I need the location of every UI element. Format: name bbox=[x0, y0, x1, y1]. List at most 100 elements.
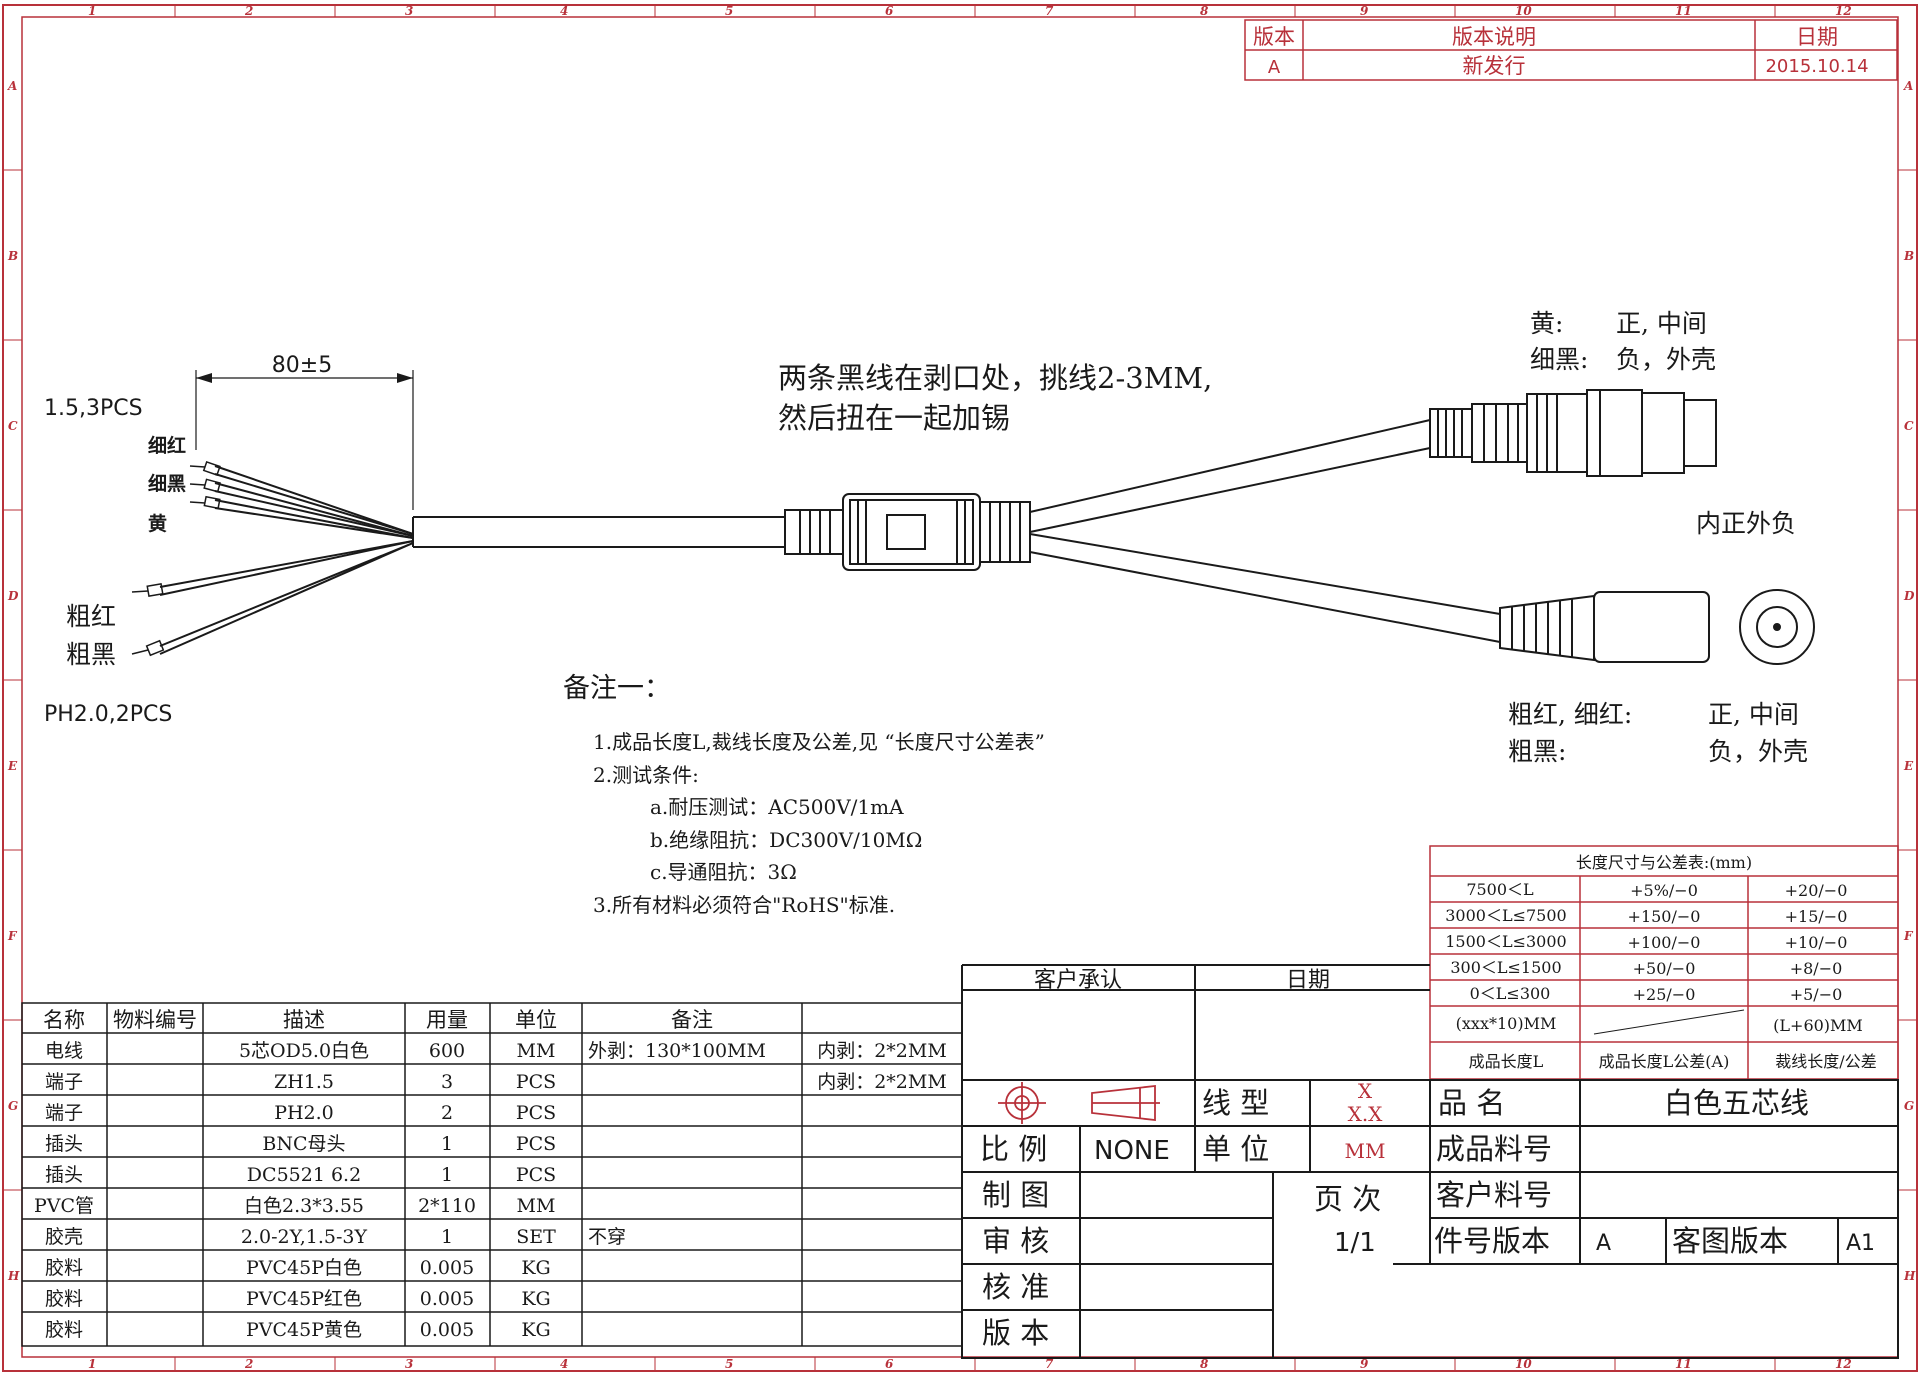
note-line: a.耐压测试：AC500V/1mA bbox=[650, 795, 904, 819]
tolerance-footer-length: 成品长度L bbox=[1469, 1052, 1544, 1071]
tolerance-formula-left: (xxx*10)MM bbox=[1456, 1014, 1557, 1033]
tolerance-range: 7500＜L bbox=[1466, 880, 1534, 899]
zone-number-top: 3 bbox=[405, 4, 413, 18]
bom-cell-quantity: 1 bbox=[441, 1226, 453, 1248]
tolerance-table: 长度尺寸与公差表:(mm) 7500＜L +5%/−0 +20/−0 3000＜… bbox=[1429, 845, 1899, 1080]
line-type-value-1: X bbox=[1358, 1079, 1373, 1103]
zone-letter-right: D bbox=[1903, 589, 1915, 603]
bom-cell-unit: PCS bbox=[516, 1102, 556, 1124]
main-cable-jacket bbox=[412, 516, 785, 548]
zone-number-top: 8 bbox=[1200, 4, 1209, 18]
bnc-note-black-label: 细黑: bbox=[1530, 345, 1588, 374]
page-label: 页 次 bbox=[1314, 1182, 1381, 1216]
splice-note-line-1: 两条黑线在剥口处，挑线2-3MM, bbox=[778, 361, 1212, 395]
bom-cell-quantity: 600 bbox=[429, 1040, 465, 1062]
zone-number-top: 5 bbox=[725, 4, 733, 18]
wire-label-yellow: 黄 bbox=[148, 512, 167, 535]
fan-out-wires bbox=[159, 465, 414, 655]
zone-letter-left: E bbox=[7, 759, 18, 773]
zone-letter-left: B bbox=[7, 249, 18, 263]
tolerance-formula-right: (L+60)MM bbox=[1773, 1016, 1863, 1035]
left-terminal-note-2: PH2.0,2PCS bbox=[44, 702, 172, 727]
dc-polarity-label: 内正外负 bbox=[1696, 509, 1796, 538]
part-version-label: 件号版本 bbox=[1434, 1224, 1550, 1258]
zone-number-bottom: 4 bbox=[560, 1357, 568, 1371]
bom-cell-quantity: 1 bbox=[441, 1133, 453, 1155]
revision-header-date: 日期 bbox=[1796, 25, 1838, 49]
zone-letter-left: H bbox=[7, 1269, 20, 1283]
tolerance-length: +50/−0 bbox=[1633, 959, 1696, 978]
bom-cell-quantity: 3 bbox=[441, 1071, 453, 1093]
bom-cell-name: 胶料 bbox=[45, 1257, 83, 1279]
zone-number-top: 12 bbox=[1835, 4, 1852, 18]
tolerance-table-title: 长度尺寸与公差表:(mm) bbox=[1576, 853, 1752, 872]
product-no-label: 成品料号 bbox=[1436, 1132, 1552, 1166]
bom-cell-unit: MM bbox=[517, 1195, 556, 1217]
dc-note-black-value: 负，外壳 bbox=[1708, 737, 1808, 766]
bom-cell-description: BNC母头 bbox=[262, 1133, 345, 1155]
unit-label: 单 位 bbox=[1202, 1132, 1269, 1166]
tolerance-range: 3000＜L≤7500 bbox=[1445, 906, 1566, 925]
bom-cell-extra: 内剥：2*2MM bbox=[817, 1071, 947, 1093]
bom-cell-quantity: 0.005 bbox=[420, 1319, 474, 1341]
zone-number-top: 6 bbox=[885, 4, 894, 18]
tolerance-cut: +15/−0 bbox=[1785, 907, 1848, 926]
bom-header-description: 描述 bbox=[283, 1008, 325, 1032]
revision-version-value: A bbox=[1268, 57, 1281, 78]
bnc-note-yellow-label: 黄: bbox=[1530, 309, 1563, 338]
tolerance-cut: +5/−0 bbox=[1790, 985, 1843, 1004]
bnc-note-yellow-value: 正, 中间 bbox=[1616, 309, 1707, 338]
drawn-label: 制 图 bbox=[982, 1178, 1049, 1212]
zone-letter-left: C bbox=[8, 419, 18, 433]
zone-number-bottom: 5 bbox=[725, 1357, 733, 1371]
zone-letter-right: C bbox=[1904, 419, 1914, 433]
customer-approval: 客户承认 日期 bbox=[961, 964, 1430, 1081]
zone-letter-right: B bbox=[1903, 249, 1914, 263]
zone-number-bottom: 1 bbox=[88, 1357, 96, 1371]
bom-cell-description: PH2.0 bbox=[274, 1102, 334, 1124]
bom-cell-name: 胶壳 bbox=[45, 1226, 83, 1248]
customer-no-label: 客户料号 bbox=[1436, 1178, 1552, 1212]
bom-cell-name: 胶料 bbox=[45, 1288, 83, 1310]
scale-label: 比 例 bbox=[980, 1132, 1047, 1166]
version-label: 版 本 bbox=[982, 1316, 1049, 1350]
bom-cell-description: PVC45P黄色 bbox=[246, 1319, 362, 1341]
zone-number-top: 10 bbox=[1515, 4, 1532, 18]
dimension-80 bbox=[195, 370, 414, 510]
tolerance-range: 1500＜L≤3000 bbox=[1445, 932, 1566, 951]
wire-label-thin-red: 细红 bbox=[148, 434, 186, 457]
bom-cell-description: ZH1.5 bbox=[274, 1071, 334, 1093]
page-value: 1/1 bbox=[1334, 1228, 1376, 1258]
dc-connector bbox=[1499, 589, 1815, 665]
zone-letter-left: D bbox=[7, 589, 19, 603]
wire-terminals bbox=[131, 460, 221, 657]
revision-date-value: 2015.10.14 bbox=[1765, 56, 1868, 77]
title-block: 线 型 比 例 NONE 单 位 制 图 审 核 核 准 版 本 页 次 1/1… bbox=[961, 1079, 1899, 1359]
zone-number-top: 9 bbox=[1360, 4, 1369, 18]
zone-letter-left: F bbox=[7, 929, 18, 943]
notes-block: 备注一： 1.成品长度L,裁线长度及公差,见 “长度尺寸公差表” 2.测试条件:… bbox=[563, 673, 1045, 917]
zone-number-top: 1 bbox=[88, 4, 96, 18]
bnc-connector bbox=[1429, 389, 1717, 477]
bom-cell-name: 电线 bbox=[45, 1040, 83, 1062]
bom-header-quantity: 用量 bbox=[426, 1008, 468, 1032]
bom-cell-quantity: 1 bbox=[441, 1164, 453, 1186]
dc-note-red-label: 粗红, 细红: bbox=[1508, 700, 1632, 729]
note-line: 1.成品长度L,裁线长度及公差,见 “长度尺寸公差表” bbox=[593, 730, 1045, 754]
bom-cell-name: 胶料 bbox=[45, 1319, 83, 1341]
zone-number-top: 11 bbox=[1675, 4, 1692, 18]
zone-letter-right: F bbox=[1903, 929, 1914, 943]
tolerance-length: +25/−0 bbox=[1633, 985, 1696, 1004]
bom-cell-description: 5芯OD5.0白色 bbox=[239, 1040, 369, 1062]
bom-cell-quantity: 2*110 bbox=[418, 1195, 476, 1217]
tolerance-footer-tolerance: 成品长度L公差(A) bbox=[1599, 1052, 1730, 1071]
customer-approval-label: 客户承认 bbox=[1034, 968, 1122, 993]
bom-cell-unit: PCS bbox=[516, 1071, 556, 1093]
tolerance-length: +5%/−0 bbox=[1630, 881, 1698, 900]
